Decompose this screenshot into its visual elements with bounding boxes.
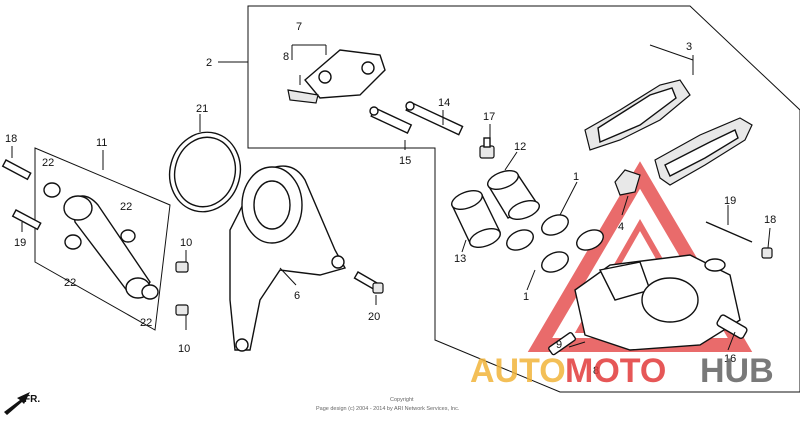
nut-lower [175, 304, 189, 316]
watermark-text: AUTO MOTO HUB [470, 352, 774, 390]
callout-13: 14 [438, 97, 450, 109]
bleed-nut [479, 137, 495, 159]
link-bolt-upper [1, 159, 32, 181]
callout-14: 15 [399, 155, 411, 167]
callout-19a: 18 [5, 133, 17, 145]
front-direction-label: FR. [24, 394, 40, 405]
callout-21: 21 [196, 103, 208, 115]
callout-1a: 1 [573, 171, 579, 183]
torque-link [43, 182, 159, 300]
watermark-moto: MOTO [565, 352, 666, 390]
nut-upper [175, 261, 189, 273]
mounting-bracket [287, 49, 386, 104]
pad-spring [614, 169, 641, 196]
brake-pad-upper [584, 79, 691, 151]
callout-4: 4 [618, 221, 624, 233]
caliper-bracket [229, 165, 347, 352]
pad-pin [705, 221, 753, 243]
pin-bolts [369, 101, 464, 136]
callout-16: 17 [483, 111, 495, 123]
link-bolt-lower [11, 209, 42, 231]
callout-10b: 10 [178, 343, 190, 355]
callout-20: 20 [368, 311, 380, 323]
callout-17: 18 [764, 214, 776, 226]
caliper-body [574, 254, 741, 351]
brake-pad-lower [654, 117, 753, 186]
callout-8: 8 [593, 365, 599, 377]
callout-22a: 22 [42, 157, 54, 169]
watermark-auto: AUTO [470, 352, 566, 390]
callout-18: 19 [724, 195, 736, 207]
callout-12a: 12 [514, 141, 526, 153]
bleeder-valve [548, 332, 577, 356]
callout-5: 6 [294, 290, 300, 302]
callout-6: 7 [296, 21, 302, 33]
piston-lower [451, 190, 501, 248]
callout-2: 2 [206, 57, 212, 69]
callout-19b: 19 [14, 237, 26, 249]
callout-22d: 22 [140, 317, 152, 329]
callout-10a: 10 [180, 237, 192, 249]
front-direction-arrow [4, 392, 30, 415]
copyright-notice: Page design (c) 2004 - 2014 by ARI Netwo… [316, 406, 460, 412]
callout-7: 8 [283, 51, 289, 63]
pin-clip [761, 247, 773, 259]
callout-1b: 1 [523, 291, 529, 303]
piston-upper [486, 170, 540, 220]
callout-22c: 22 [64, 277, 76, 289]
piston-seals [506, 214, 604, 273]
callout-11: 11 [96, 137, 107, 149]
callout-3: 3 [686, 41, 692, 53]
copyright-title: Copyright [390, 397, 414, 403]
callout-15: 16 [724, 353, 736, 365]
callout-22b: 22 [120, 201, 132, 213]
callout-labels: 7 8 2 3 21 14 17 15 12 13 1 1 4 11 18 19… [5, 21, 776, 377]
leader-lines [11, 61, 771, 351]
watermark-hub: HUB [700, 352, 774, 390]
callout-12b: 13 [454, 253, 466, 265]
mount-bolt [353, 271, 384, 294]
assembly-outline [247, 5, 800, 393]
callout-9: 9 [556, 339, 562, 351]
caliper-bolt [716, 314, 748, 339]
